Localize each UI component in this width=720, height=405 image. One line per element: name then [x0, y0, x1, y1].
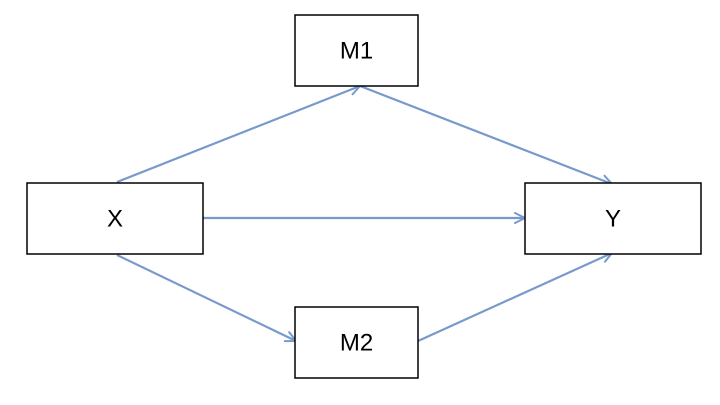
node-x-label: X [107, 206, 123, 233]
node-y-box [524, 182, 702, 255]
edge-x-to-m1 [116, 84, 361, 184]
edge-m1-to-y [359, 84, 613, 187]
node-y-label: Y [605, 206, 621, 233]
node-x: X [26, 182, 204, 255]
node-m1: M1 [294, 14, 419, 87]
node-m2: M2 [294, 306, 419, 379]
edge-x-to-m2 [116, 254, 297, 343]
node-m1-box [294, 14, 419, 87]
node-m1-label: M1 [340, 38, 373, 65]
edge-m2-to-y [417, 251, 613, 343]
node-m2-label: M2 [340, 330, 373, 357]
node-m2-box [294, 306, 419, 379]
node-x-box [26, 182, 204, 255]
edges [116, 84, 613, 343]
node-y: Y [524, 182, 702, 255]
